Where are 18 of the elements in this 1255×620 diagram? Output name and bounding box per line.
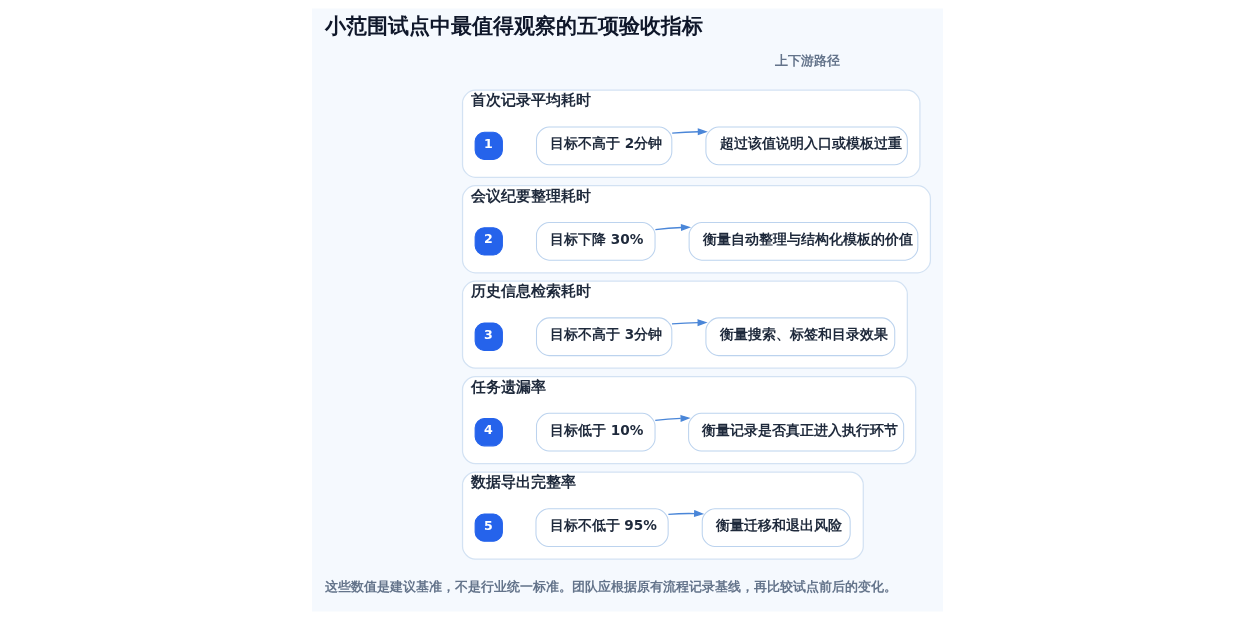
node-box: 目标下降 30% [535,221,656,261]
node-box: 目标不低于 95% [535,508,669,548]
label: 这些数值是建议基准，不是行业统一标准。团队应根据原有流程记录基线，再比较试点前后的变化。 [324,578,897,594]
arrow [654,414,691,422]
arrow [667,510,705,518]
node-box: 衡量记录是否真正进入执行环节 [688,412,905,452]
node-box: 衡量搜索、标签和目录效果 [705,317,896,357]
node-box: 目标不高于 2分钟 [535,126,673,166]
arrow [671,128,708,136]
node-box: 目标低于 10% [535,412,656,452]
node-box: 目标不高于 3分钟 [535,317,673,357]
label: 上下游路径 [774,53,840,69]
arrow [671,319,708,327]
arrow [654,224,691,232]
diagram-title: 小范围试点中最值得观察的五项验收指标 [324,13,703,38]
node-box: 衡量自动整理与结构化模板的价值 [688,221,919,261]
node-box: 衡量迁移和退出风险 [701,508,851,548]
node-box: 超过该值说明入口或模板过重 [705,126,908,166]
